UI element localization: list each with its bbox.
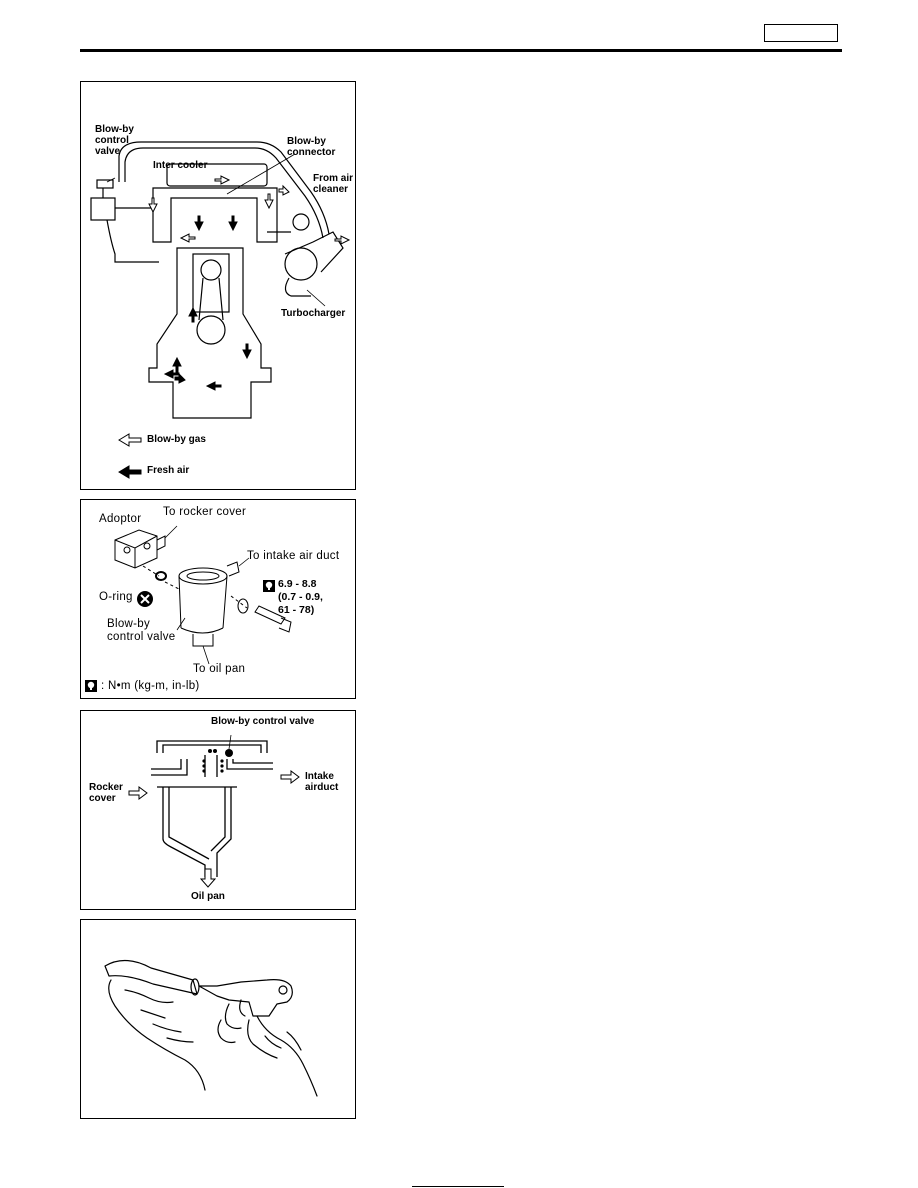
torque-units-icon [85,680,97,692]
label-turbocharger: Turbocharger [281,308,346,319]
header-rule [80,49,842,52]
legend-blowby-gas: Blow-by gas [147,434,206,445]
torque-spec: 6.9 - 8.8 (0.7 - 0.9, 61 - 78) [278,578,323,616]
label-intake-airduct: Intake airduct [305,771,339,793]
rocker-inflow-arrow-icon [128,786,148,800]
label-oil-pan: Oil pan [191,891,225,902]
label-rocker-cover: Rocker cover [89,782,123,804]
legend-fresh-arrow-icon [118,465,142,479]
do-not-reuse-icon [137,591,153,607]
o-ring-icon [155,571,167,581]
label-adoptor: Adoptor [99,513,142,525]
oil-pan-arrow-icon [199,868,217,888]
label-o-ring: O-ring [99,591,133,603]
label-to-intake-air-duct: To intake air duct [247,550,340,562]
label-from-air-cleaner: From air cleaner [313,173,354,195]
engine-flow-diagram [90,141,351,479]
label-inter-cooler: Inter cooler [153,160,208,171]
intake-outflow-arrow-icon [280,770,300,784]
legend-blowby-arrow-icon [118,433,142,447]
valve-flow-schematic [128,734,300,888]
torque-units-legend: : N•m (kg-m, in-lb) [101,680,200,692]
legend-fresh-air: Fresh air [147,465,190,476]
label-to-oil-pan: To oil pan [193,663,246,675]
footer-rule [412,1186,504,1187]
label-blowby-control-valve: Blow-by control valve [107,618,176,643]
hand-air-gun-illustration [104,959,318,1097]
label-blowby-control-valve: Blow-by control valve [95,124,134,157]
figure-air-gun-cleaning [80,919,356,1119]
label-blowby-control-valve: Blow-by control valve [211,716,315,727]
label-blowby-connector: Blow-by connector [287,136,336,158]
header-section-box [764,24,838,42]
figure-valve-exploded: Adoptor To rocker cover To intake air du… [80,499,356,699]
label-to-rocker-cover: To rocker cover [163,506,247,518]
figure-valve-flow: Blow-by control valve Rocker cover Intak… [80,710,356,910]
torque-icon [263,580,275,592]
figure-pcv-flow: Blow-by control valve Blow-by connector … [80,81,356,490]
valve-exploded-drawing [85,525,292,692]
